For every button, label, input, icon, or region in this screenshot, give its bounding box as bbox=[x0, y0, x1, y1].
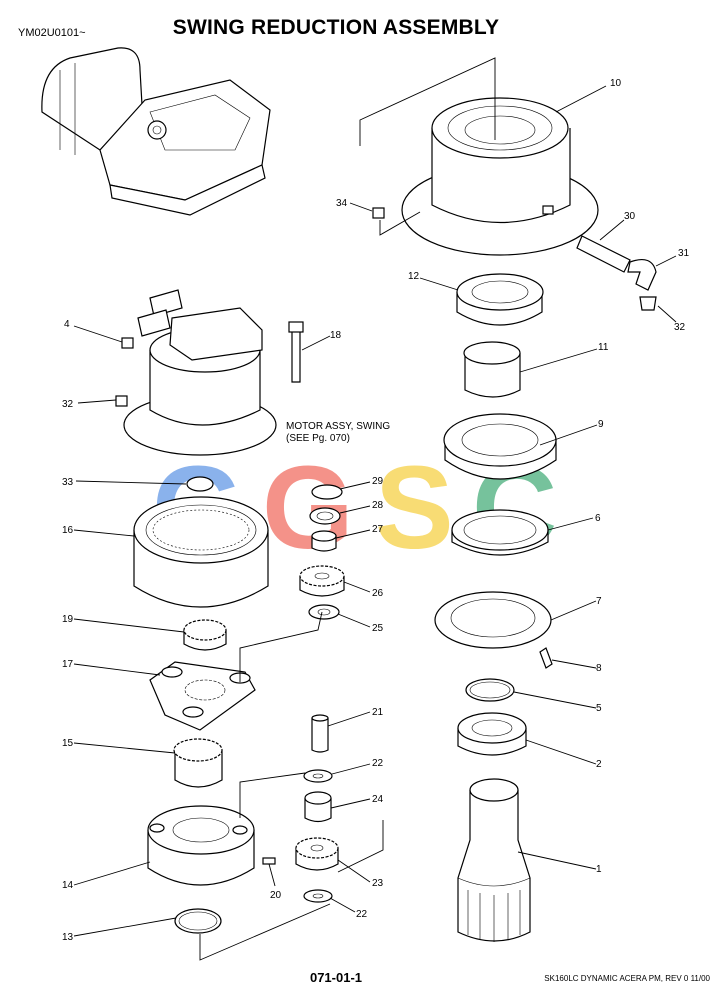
part-sleeve bbox=[463, 341, 521, 398]
document-code: YM02U0101~ bbox=[18, 27, 86, 39]
part-sun-gear-19 bbox=[183, 619, 227, 651]
callout-26: 26 bbox=[372, 588, 384, 599]
callout-32: 32 bbox=[674, 322, 686, 333]
part-thrust-washer-25 bbox=[308, 604, 340, 620]
part-bushing-27 bbox=[311, 530, 337, 552]
callout-31: 31 bbox=[678, 248, 690, 259]
page-title: SWING REDUCTION ASSEMBLY bbox=[172, 16, 500, 39]
part-swing-reduction-housing bbox=[401, 97, 599, 256]
callout-4: 4 bbox=[64, 319, 70, 330]
note-line-1: MOTOR ASSY, SWING bbox=[286, 421, 391, 432]
part-carrier-14 bbox=[147, 805, 255, 886]
part-pinion-shaft bbox=[457, 778, 531, 942]
part-elbow bbox=[627, 259, 657, 291]
callout-27: 27 bbox=[372, 524, 384, 535]
callout-14: 14 bbox=[62, 880, 74, 891]
note-line-2: (SEE Pg. 070) bbox=[286, 433, 350, 444]
assembly-lines bbox=[199, 57, 496, 961]
part-o-ring bbox=[465, 678, 515, 702]
callout-28: 28 bbox=[372, 500, 384, 511]
part-pin-21 bbox=[311, 714, 329, 753]
callout-7: 7 bbox=[596, 596, 602, 607]
model-revision: SK160LC DYNAMIC ACERA PM, REV 0 11/00 bbox=[544, 974, 710, 983]
machine-overview-illustration bbox=[41, 47, 271, 216]
part-washer-22b bbox=[303, 889, 333, 903]
callout-34: 34 bbox=[336, 198, 348, 209]
part-plug-32 bbox=[115, 395, 128, 407]
callout-22-top: 22 bbox=[372, 758, 384, 769]
callout-labels: 10 34 30 31 32 12 11 4 18 32 9 33 29 28 … bbox=[62, 78, 690, 943]
callout-23: 23 bbox=[372, 878, 384, 889]
callout-8: 8 bbox=[596, 663, 602, 674]
part-plug-4 bbox=[121, 337, 134, 349]
part-cap bbox=[639, 296, 657, 311]
part-oil-seal bbox=[451, 509, 549, 556]
part-spring-pin-20 bbox=[262, 857, 276, 865]
part-swing-motor bbox=[123, 289, 277, 456]
callout-22-bottom: 22 bbox=[356, 909, 368, 920]
callout-1: 1 bbox=[596, 864, 602, 875]
motor-assy-note: MOTOR ASSY, SWING (SEE Pg. 070) bbox=[286, 421, 390, 445]
callout-6: 6 bbox=[595, 513, 601, 524]
leader-lines bbox=[73, 85, 677, 937]
callout-21: 21 bbox=[372, 707, 384, 718]
part-collar bbox=[457, 712, 527, 756]
callout-32-motor: 32 bbox=[62, 399, 74, 410]
watermark-letter-g2: G bbox=[262, 442, 354, 574]
callout-16: 16 bbox=[62, 525, 74, 536]
part-planet-gear-26 bbox=[299, 565, 345, 597]
callout-13: 13 bbox=[62, 932, 74, 943]
part-carrier-17 bbox=[149, 661, 256, 731]
callout-25: 25 bbox=[372, 623, 384, 634]
callout-9: 9 bbox=[598, 419, 604, 430]
callout-2: 2 bbox=[596, 759, 602, 770]
part-ring-gear bbox=[133, 496, 269, 608]
part-washer-28 bbox=[309, 507, 341, 525]
part-needle-bearing-24 bbox=[304, 791, 332, 823]
callout-12: 12 bbox=[408, 271, 420, 282]
page-number: 071-01-1 bbox=[309, 970, 363, 985]
part-washer-29 bbox=[311, 484, 343, 500]
part-snap-ring-13 bbox=[174, 908, 222, 934]
callout-18: 18 bbox=[330, 330, 342, 341]
callout-29: 29 bbox=[372, 476, 384, 487]
part-bearing-upper bbox=[456, 273, 544, 326]
callout-11: 11 bbox=[598, 342, 609, 353]
part-retainer-plate bbox=[434, 591, 552, 649]
callout-24: 24 bbox=[372, 794, 384, 805]
part-pipe bbox=[576, 235, 631, 273]
callout-15: 15 bbox=[62, 738, 74, 749]
part-sun-gear-15 bbox=[173, 738, 223, 788]
part-planet-gear-23 bbox=[295, 837, 339, 871]
callout-33: 33 bbox=[62, 477, 74, 488]
part-bearing-lower bbox=[443, 413, 557, 480]
callout-10: 10 bbox=[610, 78, 622, 89]
part-washer-22a bbox=[303, 769, 333, 783]
part-plug bbox=[372, 207, 385, 219]
callout-20: 20 bbox=[270, 890, 282, 901]
part-motor-bolt bbox=[288, 321, 304, 383]
callout-30: 30 bbox=[624, 211, 636, 222]
watermark-letter-s: S bbox=[375, 442, 454, 574]
callout-17: 17 bbox=[62, 659, 74, 670]
callout-5: 5 bbox=[596, 703, 602, 714]
part-snap-ring bbox=[186, 476, 214, 492]
callout-19: 19 bbox=[62, 614, 74, 625]
part-bolt bbox=[539, 647, 553, 669]
